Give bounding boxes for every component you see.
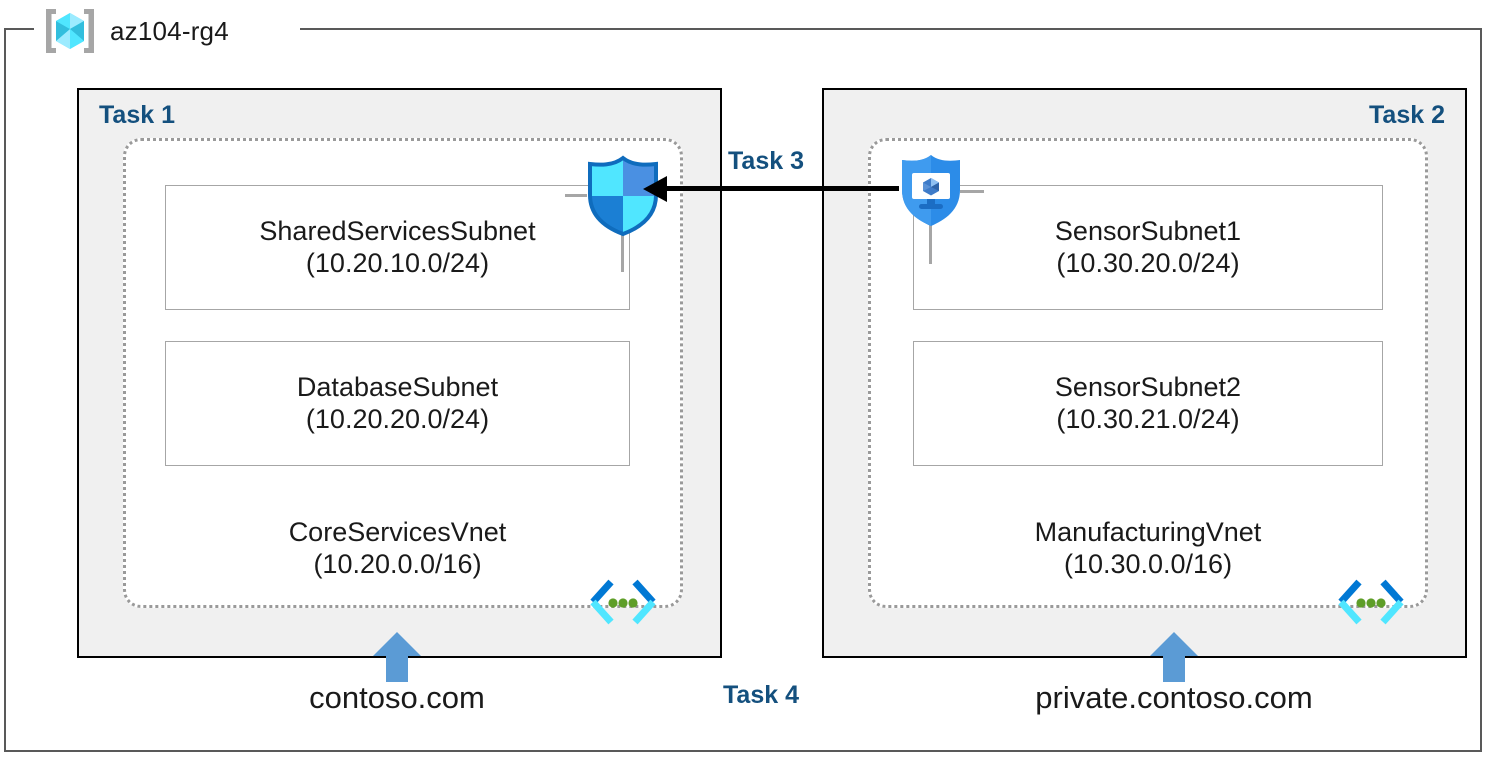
task-3-label: Task 3 xyxy=(723,147,809,176)
nsg-connector-stub-left xyxy=(565,194,587,197)
peering-arrow-line xyxy=(663,186,899,191)
subnet-sensorsubnet1: SensorSubnet1 (10.30.20.0/24) xyxy=(913,185,1383,310)
subnet-name: SensorSubnet1 xyxy=(1054,215,1242,246)
vnet-cidr: (10.30.0.0/16) xyxy=(1063,548,1233,579)
nsg-connector-stub-down xyxy=(621,230,624,272)
subnet-name: SensorSubnet2 xyxy=(1054,371,1242,402)
task-2-label: Task 2 xyxy=(1369,101,1445,129)
up-arrow-icon xyxy=(371,630,423,682)
vm-shield-icon xyxy=(897,153,965,229)
subnet-name: DatabaseSubnet xyxy=(296,371,499,402)
subnet-name: SharedServicesSubnet xyxy=(259,215,536,246)
resource-group-title-rule xyxy=(300,28,1482,30)
virtual-network-icon xyxy=(589,578,657,626)
subnet-cidr: (10.30.20.0/24) xyxy=(1056,247,1240,278)
vnet-caption-coreservices: CoreServicesVnet (10.20.0.0/16) xyxy=(165,517,630,581)
subnet-sharedservices: SharedServicesSubnet (10.20.10.0/24) xyxy=(165,185,630,310)
subnet-database: DatabaseSubnet (10.20.20.0/24) xyxy=(165,341,630,466)
task-1-label: Task 1 xyxy=(99,101,175,129)
dns-zone-label-contoso: contoso.com xyxy=(309,680,485,715)
resource-group-name: az104-rg4 xyxy=(110,15,229,46)
vnet-name: CoreServicesVnet xyxy=(288,517,507,547)
vnet-caption-manufacturing: ManufacturingVnet (10.30.0.0/16) xyxy=(913,517,1383,581)
task-4-label: Task 4 xyxy=(723,681,799,709)
vnet-name: ManufacturingVnet xyxy=(1034,517,1262,547)
resource-group-header: az104-rg4 xyxy=(42,5,237,57)
virtual-network-icon xyxy=(1337,578,1405,626)
vm-connector-stub-down xyxy=(929,224,932,264)
subnet-cidr: (10.20.10.0/24) xyxy=(305,247,490,278)
subnet-cidr: (10.30.21.0/24) xyxy=(1056,403,1240,434)
dns-zone-label-private-contoso: private.contoso.com xyxy=(1035,680,1313,715)
subnet-cidr: (10.20.20.0/24) xyxy=(305,403,490,434)
vm-connector-stub-right xyxy=(960,190,984,193)
vnet-cidr: (10.20.0.0/16) xyxy=(313,548,482,579)
subnet-sensorsubnet2: SensorSubnet2 (10.30.21.0/24) xyxy=(913,341,1383,466)
up-arrow-icon xyxy=(1148,630,1200,682)
azure-resource-group-cube-icon xyxy=(42,5,98,57)
left-arrow-icon xyxy=(643,176,667,202)
